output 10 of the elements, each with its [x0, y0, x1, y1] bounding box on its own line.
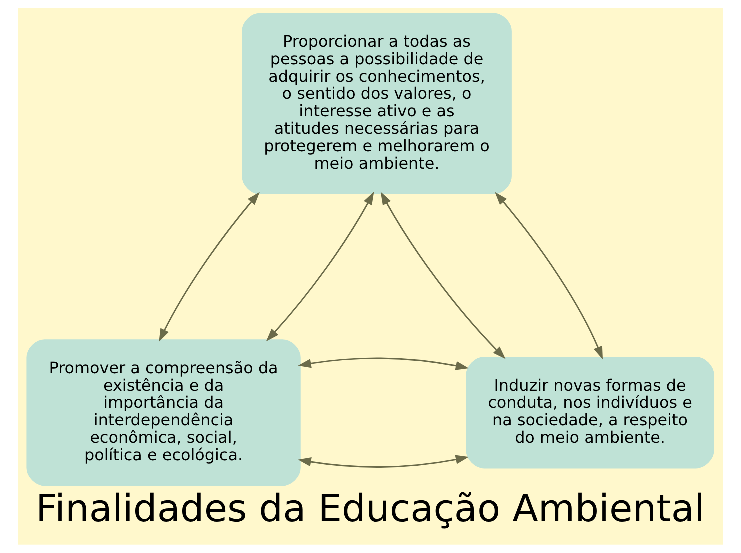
arrow [266, 192, 374, 342]
arrow [159, 192, 260, 342]
node-box: Promover a compreensão da existência e da importância da interdependência econômica, social, política e ecológica. [26, 340, 301, 486]
arrow [298, 455, 469, 468]
arrow [495, 192, 603, 360]
arrow [298, 358, 469, 370]
node-box: Proporcionar a todas as pessoas a possibilidade de adquirir os conhecimentos, o sentido dos valores, o interesse ativo e as atitudes necessárias para protegerem e melhorarem o meio ambiente. [242, 13, 512, 195]
diagram-title: Finalidades da Educação Ambiental [36, 486, 705, 530]
arrow [380, 192, 506, 360]
node-box: Induzir novas formas de conduta, nos indivíduos e na sociedade, a respeito do meio ambiente. [466, 357, 714, 469]
